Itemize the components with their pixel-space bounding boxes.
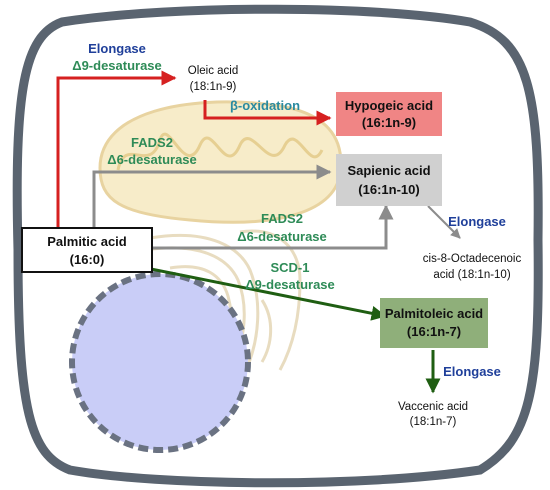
vaccenic-acid-name: Vaccenic acid: [398, 401, 468, 413]
arrow-palmitic-to-oleic: [56, 70, 177, 228]
cis8-acid-formula: acid (18:1n-10): [433, 269, 511, 281]
palmitic-acid-name: Palmitic acid: [47, 234, 127, 249]
oleic-acid-name: Oleic acid: [188, 65, 239, 77]
label-d6-desaturase-upper: Δ6-desaturase: [107, 152, 197, 167]
label-d9-desaturase-top: Δ9-desaturase: [72, 58, 162, 73]
arrow-oleic-to-hypogeic: [203, 100, 332, 126]
label-fads2-lower: FADS2: [261, 211, 303, 226]
label-elongase-bottom: Elongase: [443, 364, 501, 379]
label-beta-oxidation: β-oxidation: [230, 98, 300, 113]
green-arrows: [135, 264, 441, 394]
label-d9-desaturase-scd: Δ9-desaturase: [245, 277, 335, 292]
box-sapienic-acid: [336, 154, 442, 206]
cis8-acid-name: cis-8-Octadecenoic: [423, 253, 522, 265]
box-palmitoleic-acid: [380, 298, 488, 348]
vaccenic-acid-formula: (18:1n-7): [410, 416, 457, 428]
label-d6-desaturase-lower: Δ6-desaturase: [237, 229, 327, 244]
arrow-sapienic-to-cis8: [427, 205, 461, 239]
sapienic-acid-formula: (16:1n-10): [358, 182, 419, 197]
sapienic-acid-name: Sapienic acid: [347, 163, 430, 178]
red-arrows: [56, 70, 332, 228]
mitochondrion: [98, 100, 343, 224]
hypogeic-acid-name: Hypogeic acid: [345, 98, 433, 113]
palmitoleic-acid-name: Palmitoleic acid: [385, 306, 483, 321]
label-elongase-top: Elongase: [88, 41, 146, 56]
arrow-palmitic-to-sapienic-lower: [152, 204, 394, 250]
palmitic-acid-formula: (16:0): [70, 252, 105, 267]
label-scd1: SCD-1: [270, 260, 309, 275]
nucleus: [69, 271, 251, 453]
gray-arrows: [92, 164, 461, 250]
hypogeic-acid-formula: (16:1n-9): [362, 115, 416, 130]
label-fads2-upper: FADS2: [131, 135, 173, 150]
arrow-palmitic-to-sapienic-upper: [92, 164, 332, 228]
label-elongase-right: Elongase: [448, 214, 506, 229]
box-hypogeic-acid: [336, 92, 442, 136]
palmitoleic-acid-formula: (16:1n-7): [407, 324, 461, 339]
oleic-acid-formula: (18:1n-9): [190, 81, 237, 93]
arrow-palmitic-to-palmitoleic: [135, 264, 387, 321]
box-palmitic-acid: [21, 227, 153, 273]
